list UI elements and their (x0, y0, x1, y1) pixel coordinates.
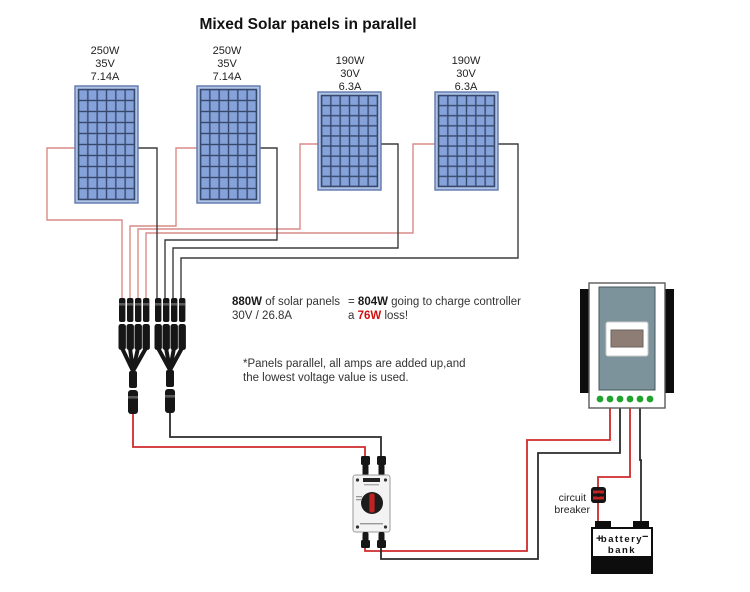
summary-output-line: = 804W going to charge controller (348, 296, 521, 308)
battery-plus-sign: + (596, 533, 602, 545)
footnote: *Panels parallel, all amps are added up,… (243, 358, 465, 384)
battery-terminal-positive (595, 521, 611, 531)
footnote-line2: the lowest voltage value is used. (243, 372, 409, 384)
panel-1-voltage: 35V (95, 58, 115, 70)
switch-output-connector-negative (378, 532, 385, 542)
circuit-breaker (591, 487, 606, 503)
panel-2-current: 7.14A (213, 71, 242, 83)
summary-input-line: 880W of solar panels (232, 296, 340, 308)
panel-1-label: 250W 35V 7.14A (91, 45, 120, 83)
switch-input-connector-negative (377, 456, 386, 465)
summary-text: 880W of solar panels 30V / 26.8A = 804W … (232, 296, 521, 322)
circuit-breaker-label: circuit breaker (554, 492, 590, 516)
mc4-input-barrels-negative (154, 298, 186, 350)
mc4-output-barrel-negative (165, 389, 175, 413)
page-title: Mixed Solar panels in parallel (199, 16, 416, 33)
wire-combiner-positive-to-switch (132, 414, 366, 458)
footnote-line1: *Panels parallel, all amps are added up,… (243, 358, 465, 370)
panel-4-cells (437, 94, 496, 188)
battery-label-line2: bank (608, 545, 636, 556)
wire-controller-to-breaker-positive (597, 407, 631, 489)
solar-panel-1 (74, 85, 139, 204)
mc4-branch-connector-negative (154, 298, 186, 413)
wire-switch-to-controller-positive (364, 407, 611, 552)
wire-panel4-negative (180, 143, 519, 299)
panel-1-cells (77, 88, 136, 201)
panel-2-cells (199, 88, 258, 201)
wire-panel1-positive (46, 147, 123, 299)
panel-3-voltage: 30V (340, 68, 360, 80)
switch-knob-handle[interactable] (369, 493, 375, 513)
panel-wiring (46, 143, 519, 299)
solar-panel-2 (196, 85, 261, 204)
controller-terminals (596, 395, 654, 403)
panel-3-current: 6.3A (339, 81, 362, 93)
panel-4-voltage: 30V (456, 68, 476, 80)
mc4-output-barrel-positive (128, 390, 138, 414)
panel-4-label: 190W 30V 6.3A (452, 55, 481, 93)
wire-panel2-positive (129, 147, 197, 299)
panel-4-power: 190W (452, 55, 481, 67)
summary-input-specs: 30V / 26.8A (232, 310, 292, 322)
switch-input-connector-positive (361, 456, 370, 465)
controller-lcd-screen (610, 329, 644, 348)
mc4-output-coupler-negative (166, 370, 174, 387)
battery-terminal-negative (633, 521, 649, 531)
panel-2-power: 250W (213, 45, 242, 57)
wire-panel2-negative (164, 147, 278, 299)
charge-controller (580, 282, 674, 409)
panel-3-power: 190W (336, 55, 365, 67)
panel-3-cells (320, 94, 379, 188)
solar-panel-4 (434, 91, 499, 191)
wire-panel3-positive (137, 143, 318, 299)
panel-1-current: 7.14A (91, 71, 120, 83)
panel-1-power: 250W (91, 45, 120, 57)
circuit-breaker-label-line1: circuit (559, 492, 587, 504)
battery-minus-sign: − (642, 531, 648, 543)
wire-combiner-negative-to-switch (169, 412, 382, 458)
solar-panel-3 (317, 91, 382, 191)
wire-panel1-negative (138, 147, 158, 299)
panel-4-current: 6.3A (455, 81, 478, 93)
wire-panel3-negative (172, 143, 399, 299)
mc4-branch-connector-positive (118, 298, 150, 414)
battery-bank: + battery − bank (591, 521, 653, 574)
mc4-output-coupler-positive (129, 371, 137, 388)
wire-controller-to-battery-negative (639, 407, 642, 523)
panel-2-voltage: 35V (217, 58, 237, 70)
battery-base-band (593, 556, 651, 572)
panel-3-label: 190W 30V 6.3A (336, 55, 365, 93)
wire-switch-to-controller-negative (380, 407, 621, 560)
circuit-breaker-label-line2: breaker (554, 504, 590, 516)
mc4-input-barrels-positive (118, 298, 150, 350)
switch-label-plate (363, 478, 380, 482)
disconnect-switch (352, 456, 391, 548)
switch-output-connector-positive (362, 532, 369, 542)
panel-2-label: 250W 35V 7.14A (213, 45, 242, 83)
battery-label: battery (601, 534, 643, 545)
summary-loss-line: a 76W loss! (348, 310, 408, 322)
wire-panel4-positive (145, 143, 435, 299)
